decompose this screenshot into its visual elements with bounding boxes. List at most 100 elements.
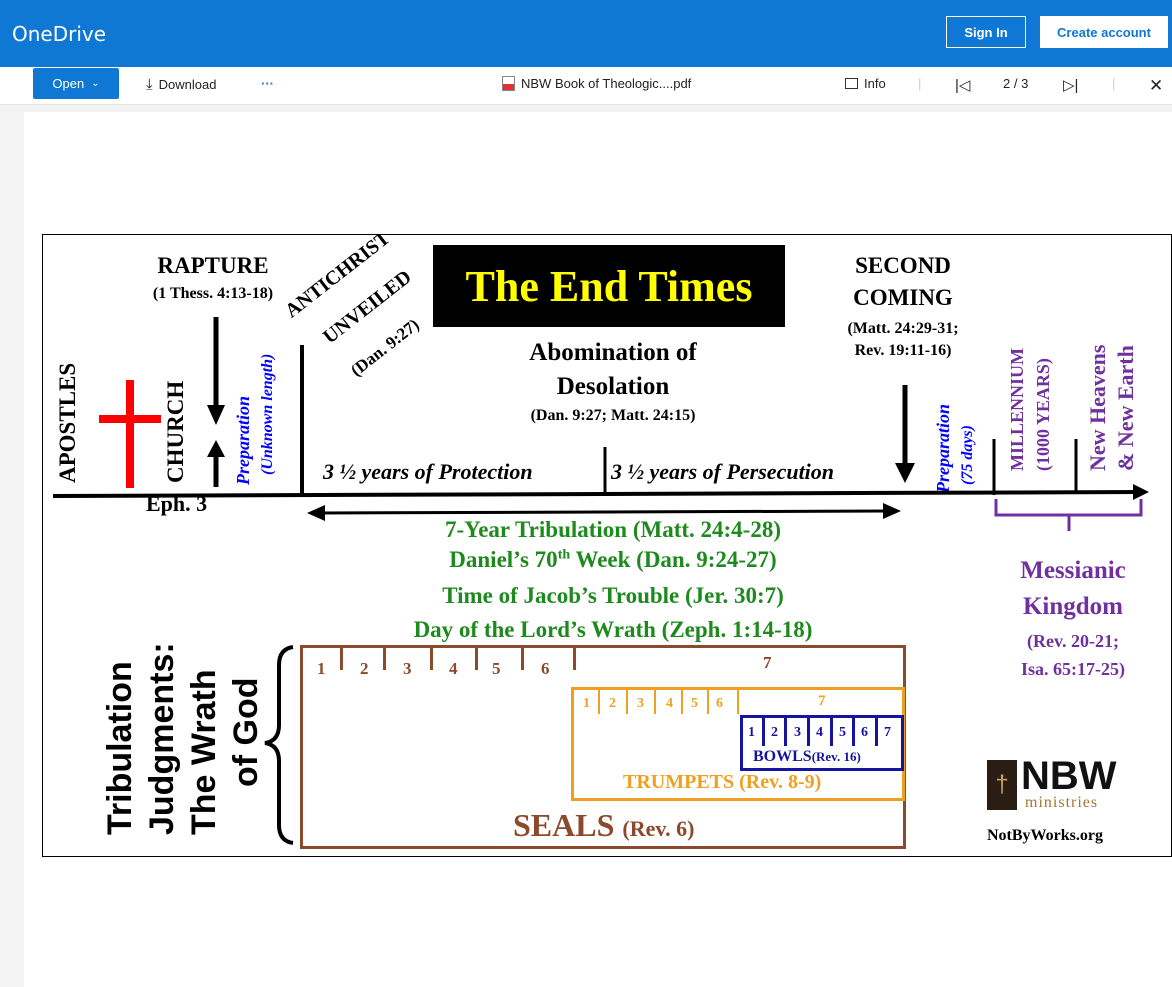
trumpet-6: 6 bbox=[716, 696, 723, 711]
trumpet-divider bbox=[654, 690, 656, 714]
bowl-4: 4 bbox=[816, 725, 823, 740]
more-options-button[interactable]: ··· bbox=[261, 76, 274, 91]
seals-title: SEALS bbox=[513, 807, 615, 843]
bowl-1: 1 bbox=[748, 725, 755, 740]
messianic-label: Messianic bbox=[1020, 557, 1126, 584]
trumpet-divider bbox=[681, 690, 683, 714]
open-button[interactable]: Open ⌄ bbox=[33, 68, 119, 99]
bowls-box bbox=[740, 715, 904, 771]
download-label: Download bbox=[158, 77, 217, 92]
tribulation-line-1: 7-Year Tribulation (Matt. 24:4-28) bbox=[444, 517, 781, 542]
download-button[interactable]: ⤓ Download bbox=[146, 76, 216, 93]
info-icon bbox=[845, 78, 858, 89]
cross-icon bbox=[99, 380, 161, 488]
create-account-button[interactable]: Create account bbox=[1040, 16, 1168, 48]
cross-logo-icon: † bbox=[987, 760, 1017, 810]
abomination-ref: (Dan. 9:27; Matt. 24:15) bbox=[530, 407, 696, 424]
previous-page-icon[interactable]: |◁ bbox=[955, 77, 971, 94]
persecution-label: 3 ½ years of Persecution bbox=[611, 459, 835, 484]
seal-divider bbox=[475, 648, 478, 670]
bowls-label: BOWLS(Rev. 16) bbox=[753, 748, 861, 766]
seal-7: 7 bbox=[763, 653, 772, 672]
seal-5: 5 bbox=[492, 659, 501, 678]
timeline-axis bbox=[52, 484, 1149, 500]
desolation-label: Desolation bbox=[556, 373, 670, 400]
tribulation-line-2a: Daniel’s 70 bbox=[449, 547, 558, 572]
divider: | bbox=[918, 76, 922, 91]
protection-label: 3 ½ years of Protection bbox=[323, 459, 533, 484]
trumpets-title: TRUMPETS bbox=[623, 771, 735, 793]
trumpet-1: 1 bbox=[583, 696, 590, 711]
close-icon[interactable]: ✕ bbox=[1149, 76, 1164, 95]
seal-4: 4 bbox=[449, 659, 458, 678]
rapture-arrow-icon bbox=[207, 317, 225, 487]
kingdom-bracket bbox=[994, 499, 1143, 531]
divider: | bbox=[1112, 76, 1116, 91]
end-times-chart: The End Times RAPTURE (1 Thess. 4:13-18)… bbox=[42, 234, 1172, 857]
bowl-divider bbox=[830, 718, 833, 746]
tribulation-line-4: Day of the Lord’s Wrath (Zeph. 1:14-18) bbox=[413, 617, 813, 642]
trumpet-divider bbox=[626, 690, 628, 714]
seals-label: SEALS (Rev. 6) bbox=[513, 807, 694, 844]
viewer-toolbar: Open ⌄ ⤓ Download ··· NBW Book of Theolo… bbox=[0, 67, 1172, 105]
rapture-label: RAPTURE bbox=[157, 253, 269, 278]
bowl-2: 2 bbox=[771, 725, 778, 740]
kingdom-label: Kingdom bbox=[1022, 593, 1124, 620]
messianic-ref-1: (Rev. 20-21; bbox=[1027, 631, 1119, 651]
seal-divider bbox=[573, 648, 576, 670]
bowls-title: BOWLS bbox=[753, 748, 812, 765]
seal-divider bbox=[521, 648, 524, 670]
abomination-label: Abomination of bbox=[529, 339, 697, 366]
messianic-ref-2: Isa. 65:17-25) bbox=[1021, 659, 1125, 679]
tribulation-line-2: Daniel’s 70th Week (Dan. 9:24-27) bbox=[313, 547, 913, 573]
next-page-icon[interactable]: ▷| bbox=[1063, 77, 1079, 94]
seal-6: 6 bbox=[541, 659, 550, 678]
trumpets-label: TRUMPETS (Rev. 8-9) bbox=[623, 771, 821, 794]
second-coming-arrow-icon bbox=[895, 385, 915, 483]
trumpets-ref: (Rev. 8-9) bbox=[739, 771, 822, 793]
bowl-divider bbox=[875, 718, 878, 746]
pdf-icon bbox=[502, 76, 515, 91]
bowl-3: 3 bbox=[794, 725, 801, 740]
millennium-marker bbox=[992, 439, 1078, 495]
trumpet-divider bbox=[707, 690, 709, 714]
bowl-7: 7 bbox=[884, 725, 891, 740]
site-url: NotByWorks.org bbox=[987, 827, 1103, 844]
app-title: OneDrive bbox=[12, 22, 107, 46]
bowl-divider bbox=[852, 718, 855, 746]
second-ref-2: Rev. 19:11-16) bbox=[854, 342, 952, 359]
trumpet-7: 7 bbox=[818, 693, 826, 709]
tribulation-span-arrow-icon bbox=[307, 503, 901, 521]
judgment-brace bbox=[264, 645, 294, 845]
trumpet-5: 5 bbox=[691, 696, 698, 711]
trumpet-4: 4 bbox=[666, 696, 673, 711]
nbw-logo: † NBW ministries bbox=[987, 754, 1127, 816]
second-ref-1: (Matt. 24:29-31; bbox=[847, 320, 959, 337]
trumpet-divider bbox=[737, 690, 739, 714]
seal-1: 1 bbox=[317, 659, 326, 678]
seal-3: 3 bbox=[403, 659, 412, 678]
chart-title: The End Times bbox=[465, 261, 753, 311]
chart-title-box: The End Times bbox=[433, 245, 785, 327]
seal-divider bbox=[383, 648, 386, 670]
bowl-divider bbox=[784, 718, 787, 746]
bowls-ref: (Rev. 16) bbox=[811, 749, 861, 764]
info-label: Info bbox=[864, 76, 886, 91]
sign-in-button[interactable]: Sign In bbox=[946, 16, 1026, 48]
trumpet-divider bbox=[598, 690, 600, 714]
coming-label: COMING bbox=[853, 285, 953, 310]
file-name: NBW Book of Theologic....pdf bbox=[502, 76, 691, 91]
trumpet-3: 3 bbox=[637, 696, 644, 711]
bowl-5: 5 bbox=[839, 725, 846, 740]
download-icon: ⤓ bbox=[146, 76, 153, 93]
seal-divider bbox=[430, 648, 433, 670]
file-name-label: NBW Book of Theologic....pdf bbox=[521, 76, 692, 91]
info-button[interactable]: Info bbox=[845, 76, 886, 91]
second-label: SECOND bbox=[855, 253, 951, 278]
tribulation-line-3: Time of Jacob’s Trouble (Jer. 30:7) bbox=[442, 583, 784, 608]
trumpet-2: 2 bbox=[609, 696, 616, 711]
bowl-divider bbox=[762, 718, 765, 746]
seal-divider bbox=[340, 648, 343, 670]
timeline-graphics bbox=[52, 317, 1149, 845]
open-button-label: Open bbox=[52, 76, 85, 91]
